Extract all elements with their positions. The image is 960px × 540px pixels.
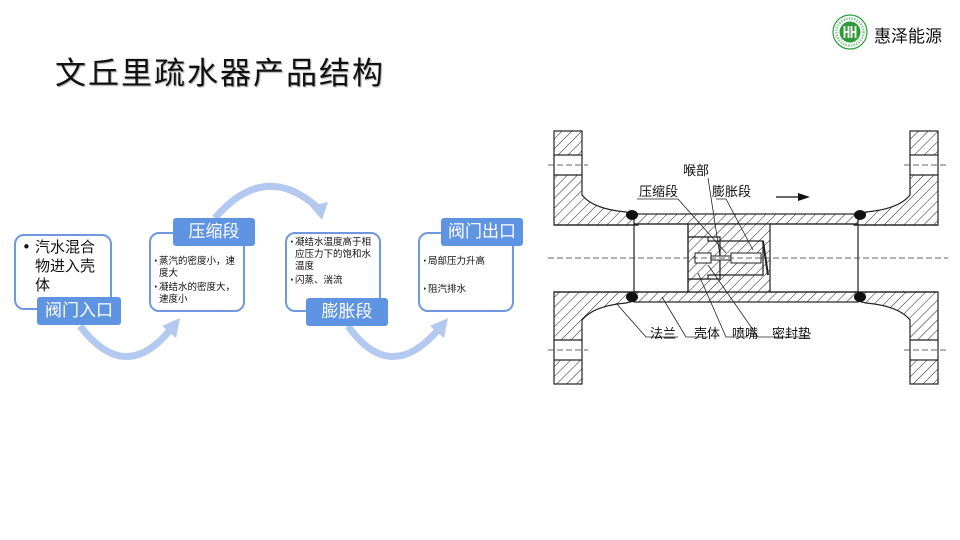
leader-compression xyxy=(637,198,727,254)
cross-section-drawing xyxy=(548,130,948,385)
leader-gasket xyxy=(707,264,810,338)
step-3-bullet: 凝结水温度高于相应压力下的饱和水温度 xyxy=(290,237,380,273)
right-flange-top-cap xyxy=(909,130,939,156)
label-compression: 压缩段 xyxy=(639,185,679,200)
weld-right-top xyxy=(854,210,866,220)
left-flange-upper xyxy=(553,174,639,226)
label-expansion: 膨胀段 xyxy=(712,185,752,200)
step-label-expansion: 膨胀段 xyxy=(306,298,388,326)
right-flange-lower xyxy=(853,291,939,341)
arrow-1-to-2 xyxy=(77,323,173,360)
shell-top xyxy=(633,213,859,225)
weld-right-bottom xyxy=(854,292,866,302)
weld-left-bottom xyxy=(626,292,638,302)
left-flange-lower xyxy=(553,291,639,341)
arrowhead-1 xyxy=(162,318,180,338)
weld-left-top xyxy=(626,210,638,220)
arrowhead-3 xyxy=(430,318,448,338)
left-flange-bottom-cap xyxy=(553,359,583,385)
right-flange-bottom-cap xyxy=(909,359,939,385)
label-throat: 喉部 xyxy=(683,164,710,179)
brand-name: 惠泽能源 xyxy=(874,27,942,47)
label-flange: 法兰 xyxy=(650,327,677,342)
bullet-dot: • xyxy=(22,238,31,256)
arrow-3-to-4 xyxy=(345,323,441,360)
leader-flange xyxy=(615,302,678,338)
step-4-bullet: 阻汽排水 xyxy=(423,284,511,296)
step-4-bullet: 局部压力升高 xyxy=(423,256,511,268)
company-logo: 惠泽能源 xyxy=(832,12,952,54)
shell-bottom xyxy=(633,291,859,303)
label-shell: 壳体 xyxy=(694,327,721,342)
flow-direction-arrow xyxy=(776,193,810,201)
step-label-compression: 压缩段 xyxy=(173,218,255,246)
leader-throat xyxy=(707,177,721,257)
label-nozzle: 喷嘴 xyxy=(732,327,759,342)
hz-logo-icon xyxy=(832,14,868,50)
step-3-bullet: 闪蒸、湍流 xyxy=(290,275,380,287)
right-flange-upper xyxy=(853,174,939,226)
arrow-2-to-3 xyxy=(212,182,321,221)
step-1-bullet: 汽水混合物进入壳体 xyxy=(35,238,96,294)
slide-title: 文丘里疏水器产品结构 xyxy=(55,56,385,92)
left-flange-top-cap xyxy=(553,130,583,156)
leader-expansion xyxy=(716,198,754,251)
cycle-arrows xyxy=(77,182,448,360)
step-label-valve-inlet: 阀门入口 xyxy=(37,297,121,325)
label-gasket: 密封垫 xyxy=(772,327,812,342)
step-2-bullet: 凝结水的密度大，速度小 xyxy=(154,282,242,306)
step-label-valve-outlet: 阀门出口 xyxy=(441,218,523,246)
leader-nozzle xyxy=(697,272,748,338)
venturi-trap-cross-section: 喉部 压缩段 膨胀段 法兰 壳体 喷嘴 密封垫 xyxy=(548,125,948,390)
step-2-bullet: 蒸汽的密度小，速度大 xyxy=(154,256,242,280)
arrowhead-2 xyxy=(310,202,328,220)
leader-shell xyxy=(661,296,708,338)
